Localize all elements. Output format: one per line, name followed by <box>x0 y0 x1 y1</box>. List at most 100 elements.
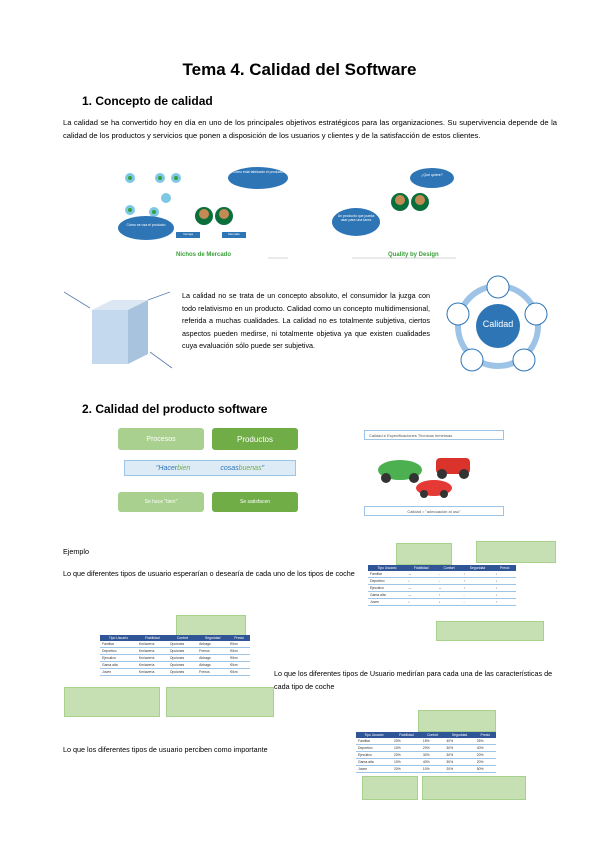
table-header-cell: Tipo Usuario <box>356 732 392 738</box>
table-cell: Familiar <box>356 738 392 745</box>
table-cell: 10% <box>392 744 421 752</box>
table-cell: 30% <box>420 751 445 759</box>
slogan-mid: cosas <box>220 464 239 472</box>
tag-ventaja: Ventaja <box>182 232 193 236</box>
table-cell: 30% <box>444 758 475 766</box>
tag-mercado: Mercado <box>228 232 240 236</box>
table-cell: 50% <box>474 765 496 773</box>
table-cell: Familiar <box>368 571 407 578</box>
table-cell: Deportivo <box>356 744 392 752</box>
table3-note-top <box>418 710 496 732</box>
table-header-cell: Fiabilidad <box>392 732 421 738</box>
table3-note-right <box>422 776 526 800</box>
nichos-illustration <box>118 167 288 259</box>
slogan-end: " <box>261 464 265 472</box>
table-header-cell: Tipo Usuario <box>100 635 137 641</box>
section-heading-producto: 2. Calidad del producto software <box>82 402 268 416</box>
table-cell: Opciones <box>167 654 198 662</box>
table-cell: Joven <box>100 668 137 676</box>
table-cell: 40% <box>420 758 445 766</box>
cloud-producto-tarea: Un producto que pueda usar para una tare… <box>337 214 375 222</box>
table-cell: ↓ <box>493 577 516 585</box>
table1-note-top <box>396 543 452 565</box>
table-cell: Opciones <box>167 647 198 655</box>
table-cell: €/km <box>228 647 250 655</box>
table-cell: ↑ <box>461 584 494 592</box>
example-text1: Lo que diferentes tipos de usuario esper… <box>63 569 355 578</box>
table-header-cell: Seguridad <box>461 565 494 571</box>
figure-cube <box>62 288 174 372</box>
table-cell: ↓ <box>406 598 437 606</box>
table-cell: Deportivo <box>368 577 407 585</box>
example-text2: Lo que los diferentes tipos de Usuario m… <box>274 669 553 691</box>
table-cell: Km/avería <box>136 668 168 676</box>
table-cell: 15% <box>420 738 445 745</box>
table-header-cell: Seguridad <box>197 635 229 641</box>
table-cell: Opciones <box>167 668 198 676</box>
table-cell: Frenos <box>197 647 229 655</box>
table-cell: 20% <box>444 765 475 773</box>
table-cell: - <box>461 598 494 606</box>
table-cell: ↓ <box>406 577 437 585</box>
example-text3: Lo que los diferentes tipos de usuario p… <box>63 745 268 754</box>
table-cell: Km/avería <box>136 647 168 655</box>
figure-nichos-mercado: Cómo está fabricado el producto Cómo se … <box>118 166 290 264</box>
table-header-cell: Precio <box>493 565 516 571</box>
table-cell: Km/avería <box>136 641 168 648</box>
table-row: Joven↓↓-↑ <box>368 598 516 606</box>
slogan-bien: bien <box>177 464 191 472</box>
table-cell: Gama alta <box>100 661 137 669</box>
slogan-prefix: "Hacer <box>155 464 178 472</box>
table-cell: ↔ <box>436 584 462 592</box>
table-cell: Gama alta <box>368 591 407 599</box>
quality-design-illustration <box>332 168 456 259</box>
cars-title: Calidad ≠ Especificaciones Técnicas Inme… <box>364 430 504 440</box>
table-cell: ↓ <box>493 584 516 592</box>
example-label: Ejemplo <box>63 547 89 556</box>
table-header-cell: Confort <box>420 732 445 738</box>
table-cell: €/km <box>228 661 250 669</box>
table-cell: 30% <box>444 751 475 759</box>
table-cell: Opciones <box>167 661 198 669</box>
table-cell: 20% <box>474 758 496 766</box>
section-heading-concepto: 1. Concepto de calidad <box>82 94 213 108</box>
table1-note-bottom <box>436 621 544 641</box>
table-cell: Familiar <box>100 641 137 648</box>
table-cell: 20% <box>474 751 496 759</box>
table-cell: 40% <box>444 738 475 745</box>
cars-illustration <box>378 458 470 498</box>
table-header-cell: Fiabilidad <box>406 565 437 571</box>
table-cell: - <box>436 571 462 578</box>
table-cell: ↓ <box>436 598 462 606</box>
page-title: Tema 4. Calidad del Software <box>182 60 417 79</box>
table-cell: Gama alta <box>356 758 392 766</box>
table-cell: 20% <box>392 751 421 759</box>
table-cell: €/km <box>228 654 250 662</box>
table-cell: Km/avería <box>136 654 168 662</box>
table-cell: Ejecutivo <box>368 584 407 592</box>
table-cell: ↔ <box>406 571 437 578</box>
table-cell: ↔ <box>406 591 437 599</box>
table-cell: Joven <box>368 598 407 606</box>
slogan-buenas: buenas <box>238 464 262 472</box>
figure-quality-by-design: ¿Qué quiere? Un producto que pueda usar … <box>332 166 456 264</box>
slogan-bar: "Hacer bien cosas buenas" <box>124 460 296 476</box>
table-cell: ↑ <box>436 591 462 599</box>
table-cell: ↑ <box>493 598 516 606</box>
